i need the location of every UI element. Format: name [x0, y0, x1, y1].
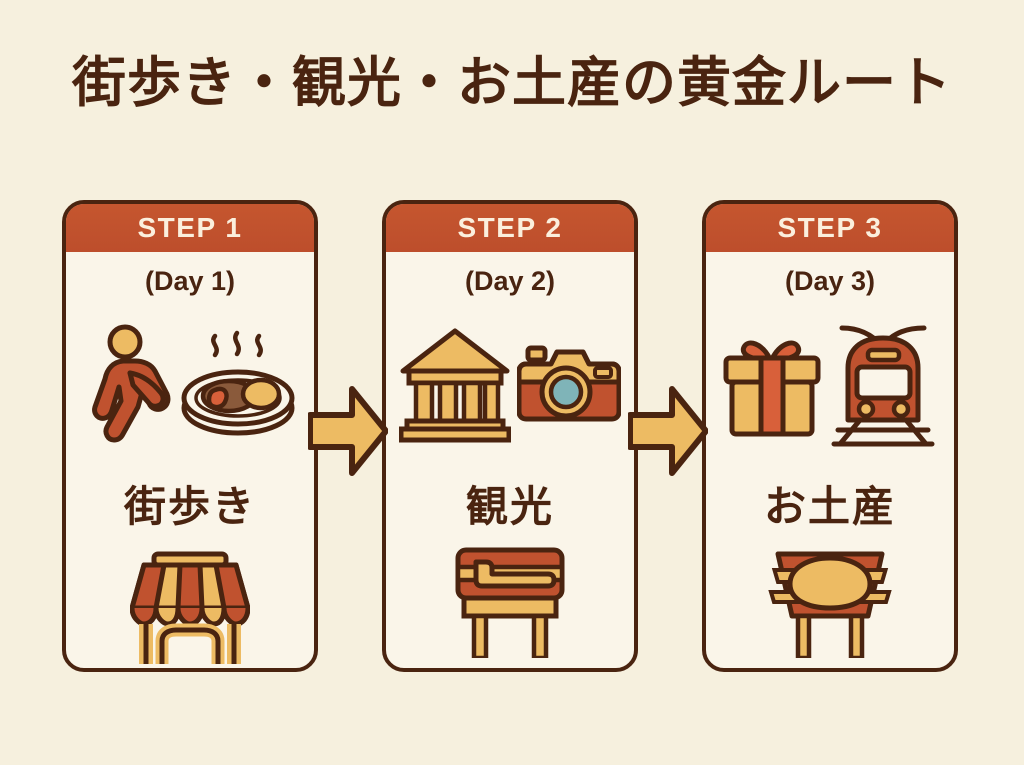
step-card-2-title: 観光 — [465, 483, 554, 530]
step-card-3-icon-row — [720, 321, 940, 451]
museum-building-icon — [398, 325, 512, 448]
shop-awning-icon — [129, 546, 251, 668]
souvenir-stand-icon — [760, 546, 900, 663]
hot-food-plate-icon — [179, 328, 297, 445]
camera-icon — [516, 342, 622, 431]
step-card-3-day-label: (Day 3) — [784, 266, 876, 296]
step-card-3-header: STEP 3 — [706, 204, 954, 252]
arrow-step2-to-step3 — [627, 383, 709, 479]
step-card-3-step-label: STEP 3 — [777, 212, 883, 243]
arrow-step1-to-step2 — [307, 383, 389, 479]
step-card-1-icon-row — [83, 321, 297, 451]
step-card-3-title: お土産 — [763, 483, 896, 530]
step-card-1[interactable]: STEP 1 (Day 1) — [62, 200, 318, 672]
step-card-1-title: 街歩き — [123, 483, 256, 530]
suitcase-table-icon — [446, 546, 574, 663]
step-card-2-day-label: (Day 2) — [464, 266, 556, 296]
gift-box-icon — [720, 329, 824, 444]
page-title: 街歩き・観光・お土産の黄金ルート — [72, 53, 952, 113]
step-card-2-header: STEP 2 — [386, 204, 634, 252]
step-card-2-step-label: STEP 2 — [457, 212, 563, 243]
step-card-1-header: STEP 1 — [66, 204, 314, 252]
step-card-3[interactable]: STEP 3 (Day 3) — [702, 200, 958, 672]
step-card-2[interactable]: STEP 2 (Day 2) — [382, 200, 638, 672]
step-card-1-day-label: (Day 1) — [144, 266, 236, 296]
step-card-1-step-label: STEP 1 — [137, 212, 243, 243]
train-icon — [830, 320, 940, 453]
walking-person-icon — [83, 323, 173, 450]
step-card-2-icon-row — [398, 321, 622, 451]
steps-container: STEP 1 (Day 1) — [0, 200, 1024, 672]
